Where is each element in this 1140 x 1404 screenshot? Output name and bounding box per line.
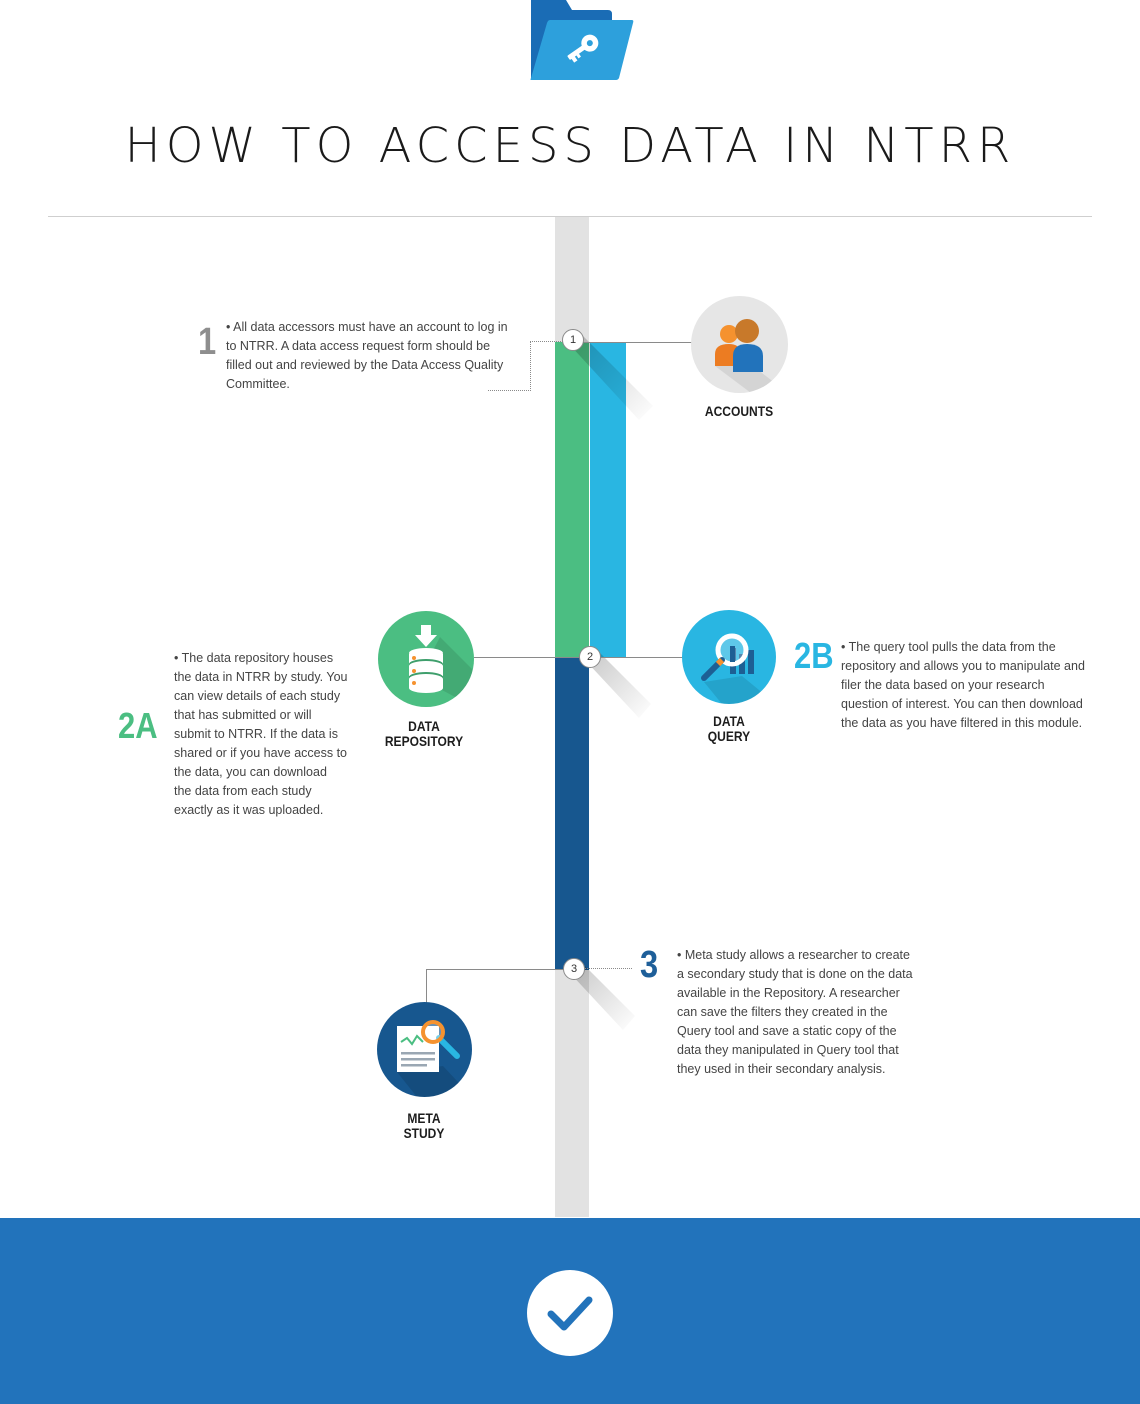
- database-download-icon: [409, 625, 474, 707]
- repository-icon-circle: [378, 611, 474, 707]
- timeline-node-1: 1: [562, 329, 584, 351]
- repository-meta-bar: [555, 658, 589, 970]
- checkmark-icon: [547, 1296, 593, 1331]
- step-1-number: 1: [198, 321, 217, 363]
- step1-dotted-connector-bottom: [488, 390, 531, 391]
- step-2a-description: • The data repository houses the data in…: [174, 651, 348, 817]
- repository-connector: [474, 657, 582, 658]
- accounts-icon-circle: [691, 296, 788, 393]
- step-2a-number: 2A: [118, 705, 158, 746]
- query-label: DATA QUERY: [707, 713, 751, 744]
- repository-label: DATA REPOSITORY: [384, 718, 464, 749]
- timeline-node-3: 3: [563, 958, 585, 980]
- step-2b-description: • The query tool pulls the data from the…: [841, 640, 1085, 730]
- step-3-description: • Meta study allows a researcher to crea…: [677, 948, 913, 1076]
- query-connector: [600, 657, 684, 658]
- magnifier-chart-icon: [701, 633, 776, 704]
- people-icon: [715, 319, 788, 393]
- meta-icon-circle: [377, 1002, 472, 1097]
- meta-connector: [426, 969, 564, 970]
- title-divider: [48, 216, 1092, 217]
- meta-connector-vertical: [426, 969, 427, 1003]
- accounts-label: ACCOUNTS: [704, 403, 774, 419]
- timeline-node-2: 2: [579, 646, 601, 668]
- query-icon-circle: [682, 610, 776, 704]
- step3-dotted-connector: [584, 968, 632, 969]
- step1-dotted-connector: [530, 341, 563, 342]
- node-shadows: [569, 336, 653, 1030]
- document-magnifier-icon: [397, 1020, 472, 1097]
- accounts-connector: [584, 342, 694, 343]
- meta-label: META STUDY: [403, 1110, 445, 1141]
- page-title: HOW TO ACCESS DATA IN NTRR: [124, 118, 1016, 174]
- accounts-bar: [555, 342, 589, 658]
- checkmark-circle: [527, 1270, 613, 1356]
- step-3-number: 3: [640, 944, 659, 986]
- step-1-description: • All data accessors must have an accoun…: [226, 320, 508, 391]
- step-2b-number: 2B: [794, 635, 834, 676]
- folder-key-icon: [530, 0, 634, 80]
- step1-dotted-connector-vertical: [530, 341, 531, 391]
